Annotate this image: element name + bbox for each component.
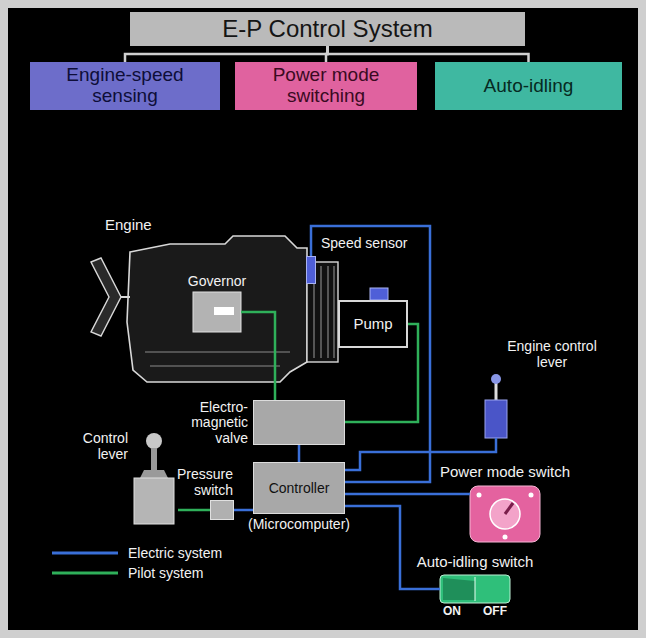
fan-hub bbox=[121, 296, 130, 298]
node-label: Auto-idling bbox=[484, 76, 574, 97]
node-label: Control lever bbox=[68, 430, 128, 462]
power-mode-switch: Power mode switch bbox=[470, 486, 540, 542]
dial-mark bbox=[529, 493, 534, 498]
governor-box: Governor bbox=[193, 292, 241, 332]
engine-control-lever: Engine control lever bbox=[484, 372, 508, 438]
pump-cap bbox=[370, 288, 388, 300]
auto-idling-switch: Auto-idling switchONOFF bbox=[440, 575, 510, 603]
dial-mark bbox=[503, 535, 508, 540]
pressure-switch: Pressure switch bbox=[210, 500, 234, 520]
lever-stick bbox=[495, 382, 498, 400]
function-box: Power mode switching bbox=[235, 62, 417, 110]
node-sublabel: (Microcomputer) bbox=[248, 516, 350, 532]
node-label: Pump bbox=[353, 315, 392, 332]
node-label: Pressure switch bbox=[171, 466, 233, 498]
node-label: Engine control lever bbox=[504, 338, 600, 370]
connector-wire bbox=[345, 493, 470, 496]
legend-label: Pilot system bbox=[128, 565, 203, 581]
auto-idling-switch-drawing bbox=[440, 575, 510, 603]
connector-wire bbox=[178, 509, 210, 512]
lever-knob bbox=[146, 433, 162, 449]
node-label: Engine bbox=[105, 216, 152, 233]
control-lever-drawing bbox=[134, 433, 174, 524]
node-label: Speed sensor bbox=[321, 235, 407, 251]
connector-wire bbox=[241, 312, 275, 400]
connector-wire bbox=[328, 46, 529, 62]
connector-wire bbox=[345, 506, 440, 589]
node-label: Engine-speed sensing bbox=[54, 65, 196, 107]
lever-stick bbox=[151, 448, 157, 472]
power-mode-switch-drawing bbox=[470, 486, 540, 542]
lever-knob bbox=[491, 374, 501, 384]
connector-wire bbox=[234, 509, 253, 512]
engine-detail-line bbox=[145, 352, 290, 366]
node-sublabel: ON bbox=[443, 605, 461, 619]
lever-base bbox=[134, 478, 174, 524]
legend-line bbox=[52, 552, 118, 555]
engine-control-lever-drawing bbox=[485, 374, 507, 438]
rocker-divider bbox=[475, 577, 476, 601]
node-label: Power mode switch bbox=[440, 463, 570, 480]
legend-sample bbox=[50, 547, 120, 559]
governor-plunger bbox=[214, 307, 234, 315]
connector-wire bbox=[298, 445, 301, 462]
legend-label: Electric system bbox=[128, 545, 222, 561]
title-box: E-P Control System bbox=[130, 12, 525, 46]
node-label: Auto-idling switch bbox=[417, 553, 534, 570]
legend-row: Electric system bbox=[50, 543, 222, 563]
governor-housing bbox=[193, 292, 241, 332]
legend: Electric systemPilot system bbox=[50, 543, 222, 583]
legend-line bbox=[52, 572, 118, 575]
rocker-pressed-half bbox=[443, 578, 475, 600]
legend-sample bbox=[50, 567, 120, 579]
dial-mark bbox=[477, 493, 482, 498]
node-label: Power mode switching bbox=[259, 65, 393, 107]
control-lever: Control lever bbox=[130, 432, 178, 524]
speed-sensor: Speed sensor bbox=[306, 256, 316, 284]
pump-box: Pump bbox=[338, 300, 408, 348]
valve-box: Electro-magnetic valve bbox=[253, 400, 345, 445]
function-box: Auto-idling bbox=[435, 62, 622, 110]
legend-row: Pilot system bbox=[50, 563, 222, 583]
flange-ribs bbox=[314, 266, 334, 358]
function-box: Engine-speed sensing bbox=[30, 62, 220, 110]
node-label: Electro-magnetic valve bbox=[176, 400, 248, 446]
connector-wire bbox=[125, 46, 328, 62]
rocker-body bbox=[440, 575, 510, 603]
engine-body bbox=[127, 236, 307, 382]
node-label: Controller bbox=[269, 480, 330, 496]
lever-body bbox=[485, 400, 507, 438]
switch-body bbox=[470, 486, 540, 542]
controller-box: Controller(Microcomputer) bbox=[253, 462, 345, 514]
node-label: E-P Control System bbox=[222, 15, 432, 43]
engine-drawing bbox=[91, 236, 388, 382]
dial bbox=[490, 499, 520, 529]
dial-pointer bbox=[505, 503, 513, 514]
node-sublabel: OFF bbox=[483, 605, 507, 619]
fan-blade bbox=[91, 258, 121, 336]
lever-boot bbox=[140, 470, 168, 478]
node-label: Governor bbox=[188, 273, 246, 289]
